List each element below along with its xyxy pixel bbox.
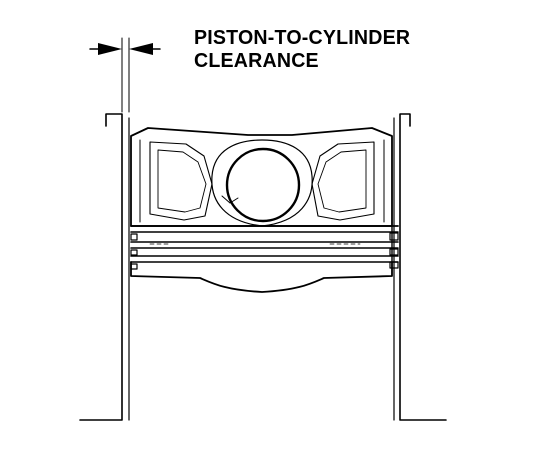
label-line-1: PISTON-TO-CYLINDER [194,27,411,49]
cylinder-wall-right [393,113,447,421]
piston-web-left-inner [157,149,207,213]
pin-clip-notch [221,195,239,204]
piston-web-left [149,141,213,221]
label-line-2: CLEARANCE [194,50,319,72]
clearance-dimension [89,37,161,113]
piston [130,127,399,293]
piston-ring-grooves [130,225,399,270]
piston-web-right [311,141,375,221]
piston-pin [225,147,301,223]
piston-pin-boss [211,139,313,227]
piston-web-right-inner [317,149,367,213]
dimension-arrowhead-right [129,43,153,55]
piston-skirt-bottom [130,261,393,293]
cylinder-wall-left [79,113,130,421]
dimension-arrowhead-left [98,43,122,55]
clearance-label: PISTON-TO-CYLINDER CLEARANCE [194,27,410,73]
piston-skirt-inner-line [139,139,385,223]
